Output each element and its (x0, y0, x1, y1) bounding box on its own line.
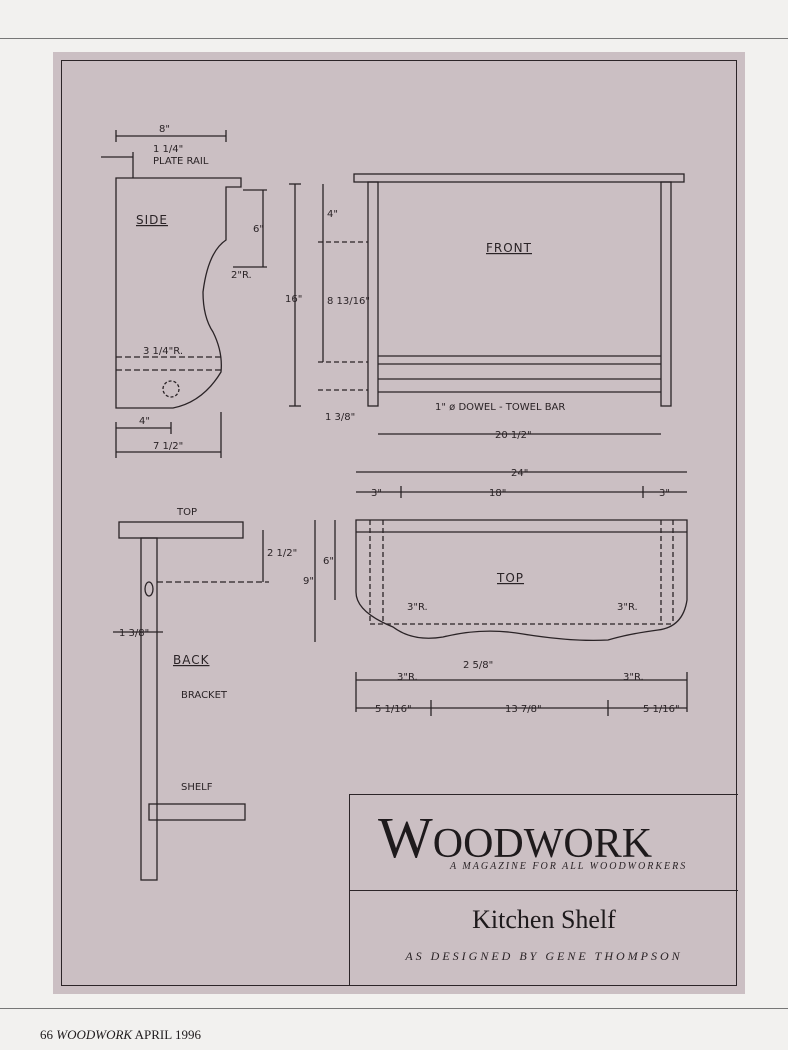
side-profile (115, 177, 242, 409)
top-dim-6: 6" (323, 556, 334, 567)
title-block: WOODWORK A MAGAZINE FOR ALL WOODWORKERS … (349, 794, 738, 985)
bottom-rule (0, 1008, 788, 1009)
tagline: A MAGAZINE FOR ALL WOODWORKERS (450, 861, 688, 872)
back-label-shelf: SHELF (181, 782, 213, 793)
top-dim-r3d: 3"R. (623, 672, 644, 683)
designer-credit: AS DESIGNED BY GENE THOMPSON (405, 949, 683, 963)
technical-drawing: 8" 1 1/4" PLATE RAIL SIDE 6" 2"R. 3 1/4"… (101, 124, 688, 881)
back-dim-138: 1 3/8" (119, 628, 149, 639)
page-footer: 66 WOODWORK APRIL 1996 (40, 1027, 201, 1043)
back-bracket (140, 537, 158, 881)
side-dim-7: 7 1/2" (153, 441, 183, 452)
top-dim-r3c: 3"R. (397, 672, 418, 683)
top-dim-516a: 5 1/16" (375, 704, 412, 715)
side-dim-4: 4" (139, 416, 150, 427)
side-dim-rail: 1 1/4" (153, 144, 183, 155)
top-dim-3b: 3" (659, 488, 670, 499)
top-outline (355, 519, 688, 642)
front-dim-4: 4" (327, 209, 338, 220)
plate-border (61, 60, 737, 986)
back-dim-25: 2 1/2" (267, 548, 297, 559)
keyhole-icon (144, 581, 154, 597)
title-block-divider (350, 890, 738, 891)
back-label-bracket: BRACKET (181, 690, 228, 701)
front-dim-16: 16" (285, 294, 302, 305)
top-dim-r3a: 3"R. (407, 602, 428, 613)
top-dim-r3b: 3"R. (617, 602, 638, 613)
masthead-logo: WOODWORK (378, 809, 652, 867)
top-dim-9: 9" (303, 576, 314, 587)
top-dim-24: 24" (511, 468, 528, 479)
side-dim-radius-2: 2"R. (231, 270, 252, 281)
top-dim-516b: 5 1/16" (643, 704, 680, 715)
front-left-leg (367, 181, 379, 407)
page-number: 66 (40, 1027, 53, 1042)
top-dim-18: 18" (489, 488, 506, 499)
top-dim-3a: 3" (371, 488, 382, 499)
top-dim-1378: 13 7/8" (505, 704, 542, 715)
side-dim-top: 6" (253, 224, 264, 235)
top-title: TOP (496, 571, 524, 585)
front-dim-13: 1 3/8" (325, 412, 355, 423)
footer-issue: APRIL 1996 (134, 1027, 201, 1042)
project-title: Kitchen Shelf (472, 905, 616, 934)
masthead-first-letter: W (378, 805, 433, 870)
front-right-leg (660, 181, 672, 407)
top-rule (0, 38, 788, 39)
front-label-dowel: 1" ø DOWEL - TOWEL BAR (435, 402, 565, 413)
side-label-rail: PLATE RAIL (153, 156, 209, 167)
plan-plate: 8" 1 1/4" PLATE RAIL SIDE 6" 2"R. 3 1/4"… (53, 52, 745, 994)
side-dim-width: 8" (159, 124, 170, 135)
top-dim-258: 2 5/8" (463, 660, 493, 671)
back-label-top: TOP (176, 507, 197, 518)
side-dim-radius-3: 3 1/4"R. (143, 346, 183, 357)
side-title: SIDE (136, 213, 168, 227)
side-dowel-hole (162, 380, 180, 398)
masthead-rest: OODWORK (432, 821, 653, 867)
front-title: FRONT (486, 241, 532, 255)
back-shelf (148, 803, 246, 821)
front-top-board (353, 173, 685, 183)
back-top-board (118, 521, 244, 539)
front-dim-8: 8 13/16" (327, 296, 370, 307)
front-dim-20: 20 1/2" (495, 430, 532, 441)
footer-magazine: WOODWORK (56, 1027, 133, 1042)
back-title: BACK (173, 653, 210, 667)
